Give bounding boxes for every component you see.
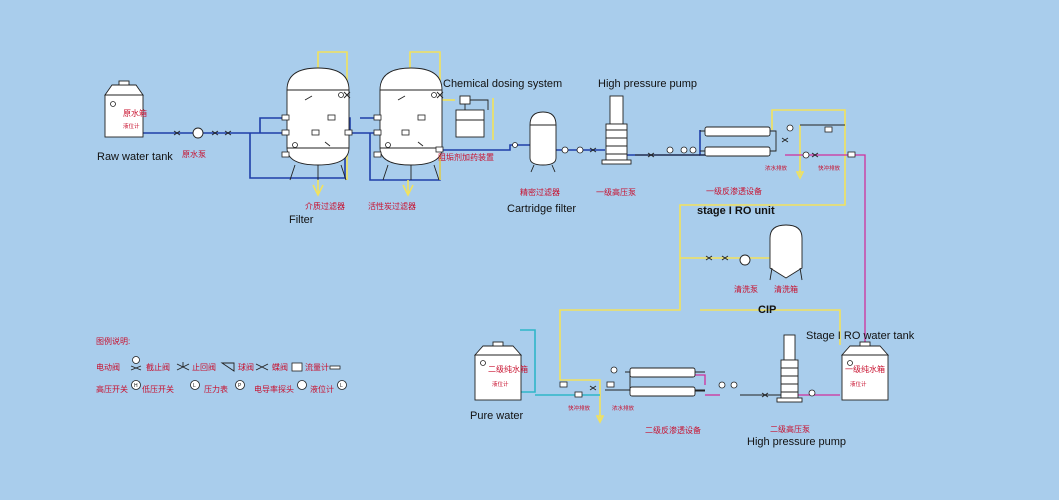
legend-butterfly-valve: 蝶阀 <box>272 362 288 372</box>
butterfly-valve-icon <box>291 362 303 372</box>
check-valve-icon <box>220 362 235 372</box>
legend-globe-valve: 截止阀 <box>146 362 170 372</box>
ro2-flush-label: 快冲排放 <box>568 404 591 412</box>
ro-membrane <box>704 126 771 137</box>
electric-valve-icon <box>132 356 140 364</box>
legend-conductivity-probe: 电导率探头 <box>254 384 294 394</box>
low-pressure-switch-icon <box>190 380 200 390</box>
level-gauge-icon <box>337 380 347 390</box>
cip-pump-label: 清洗泵 <box>734 284 758 294</box>
svg-text:液位计: 液位计 <box>850 380 867 388</box>
cartridge-filter-cn-label: 精密过滤器 <box>520 187 560 197</box>
stage1-ro-unit <box>700 124 856 180</box>
ro1-concentrate-label: 浓水排放 <box>765 164 788 172</box>
legend-level-gauge: 液位计 <box>310 384 334 394</box>
ro2-concentrate-label: 浓水排放 <box>612 404 635 412</box>
svg-text:液位计: 液位计 <box>492 380 509 388</box>
conductivity-probe-icon <box>297 380 307 390</box>
carbon-filter-label: 活性炭过滤器 <box>368 201 416 211</box>
thin-piping <box>605 124 845 396</box>
stage2-ro-unit <box>559 366 705 424</box>
legend-electric-valve: 电动阀 <box>96 362 120 372</box>
pressure-gauge-icon <box>561 146 569 154</box>
ro1-cn-label: 一级反渗透设备 <box>706 186 762 196</box>
pure-water-tank: 二级纯水箱 液位计 <box>473 341 528 401</box>
raw-water-tank-cn-label: 原水箱 <box>123 108 147 118</box>
stage1-ro-water-tank: 一级纯水箱 液位计 <box>840 341 890 401</box>
high-pressure-pump-2 <box>718 334 816 403</box>
ball-valve-icon <box>255 363 269 371</box>
filter-label: Filter <box>289 214 314 226</box>
legend: 图例说明: 电动阀 截止阀 止回阀 球阀 蝶阀 流量计 高压开关 H 低压开关 … <box>96 336 347 394</box>
hp-pump2-label: High pressure pump <box>747 436 846 448</box>
pure-water-line <box>520 329 536 393</box>
carbon-filter <box>379 67 443 197</box>
chem-dosing-unit <box>455 95 489 138</box>
high-pressure-pump-1 <box>601 95 632 165</box>
high-pressure-switch-icon <box>131 380 141 390</box>
pressure-gauge-icon <box>235 380 245 390</box>
legend-check-valve: 止回阀 <box>192 362 216 372</box>
cip-tank <box>769 224 803 281</box>
raw-water-tank: 原水箱 液位计 <box>104 80 147 138</box>
filter-valve-array <box>281 91 444 158</box>
stage1-tank-label: Stage I RO water tank <box>806 330 915 342</box>
ro2-cn-label: 二级反渗透设备 <box>645 425 701 435</box>
legend-high-pressure-switch: 高压开关 <box>96 384 128 394</box>
pure-tank-cn-label: 二级纯水箱 <box>488 364 528 374</box>
legend-low-pressure-switch: 低压开关 <box>142 384 174 394</box>
antiscalant-label: 阻垢剂加药装置 <box>438 152 494 162</box>
level-gauge-icon <box>847 360 853 366</box>
media-filter <box>286 67 350 197</box>
svg-text:L: L <box>340 383 343 389</box>
legend-title: 图例说明: <box>96 336 130 346</box>
raw-water-pump <box>173 127 232 139</box>
hp-pump1-label: High pressure pump <box>598 78 697 90</box>
media-filter-label: 介质过滤器 <box>305 201 345 211</box>
legend-ball-valve: 球阀 <box>238 362 254 372</box>
main-line-instruments <box>561 146 697 158</box>
pure-water-label: Pure water <box>470 410 524 422</box>
legend-flowmeter: 流量计 <box>305 362 329 372</box>
chem-dosing-label: Chemical dosing system <box>443 78 562 90</box>
level-gauge-icon <box>110 101 116 107</box>
pump-icon <box>739 254 751 266</box>
svg-text:H: H <box>134 383 138 389</box>
cip-tank-label: 清洗箱 <box>774 284 798 294</box>
raw-water-tank-label: Raw water tank <box>97 151 173 163</box>
ro1-flush-label: 快冲排放 <box>818 164 841 172</box>
raw-tank-level-label: 液位计 <box>123 122 140 130</box>
svg-text:P: P <box>238 383 242 389</box>
level-gauge-icon <box>480 360 486 366</box>
stage1-tank-cn-label: 一级纯水箱 <box>845 364 885 374</box>
cartridge-filter-label: Cartridge filter <box>507 203 576 215</box>
raw-pump-label: 原水泵 <box>182 149 206 159</box>
pump-icon <box>192 127 204 139</box>
flowmeter-icon <box>329 365 341 370</box>
legend-pressure-gauge: 压力表 <box>204 384 228 394</box>
cip-label: CIP <box>758 304 776 316</box>
cartridge-filter <box>512 111 557 173</box>
concentrate-return-line <box>559 109 846 380</box>
filter-outlet-line <box>435 144 530 151</box>
pure-water-piping <box>520 329 600 396</box>
hp-pump1-cn-label: 一级高压泵 <box>596 187 636 197</box>
ro-membrane <box>629 367 696 378</box>
hp-pump2-cn-label: 二级高压泵 <box>770 424 810 434</box>
globe-valve-icon <box>176 362 190 371</box>
ro1-label: stage I RO unit <box>697 205 775 217</box>
svg-text:L: L <box>193 383 196 389</box>
cip-pump <box>705 254 751 266</box>
